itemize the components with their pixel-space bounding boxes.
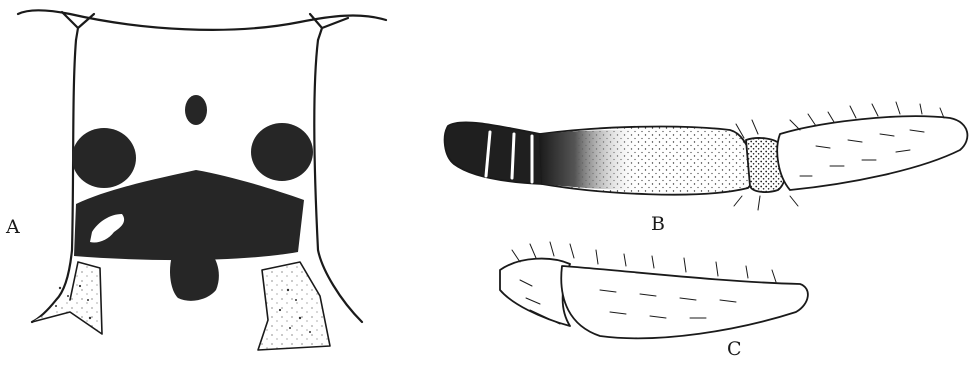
segment-basal-part: [500, 259, 570, 326]
median-ocellus: [185, 95, 207, 125]
panel-label-b: B: [651, 215, 665, 234]
left-eye-spot: [72, 128, 136, 188]
antenna-scape: [777, 116, 967, 190]
panel-c-segment: [500, 259, 808, 339]
antenna-apical-segments: [445, 122, 542, 184]
right-eye-spot: [251, 123, 313, 181]
antenna-ring-2: [512, 134, 514, 178]
panel-label-a: A: [6, 218, 20, 237]
panel-label-c: C: [727, 340, 742, 359]
head-left-margin: [32, 40, 76, 322]
head-right-flap: [258, 262, 330, 350]
panel-b-antenna: [445, 116, 968, 194]
segment-main-body: [561, 266, 808, 338]
head-right-margin: [314, 40, 362, 322]
labral-structure: [170, 252, 219, 301]
head-left-flap: [32, 262, 102, 334]
head-top-margin: [18, 10, 386, 30]
